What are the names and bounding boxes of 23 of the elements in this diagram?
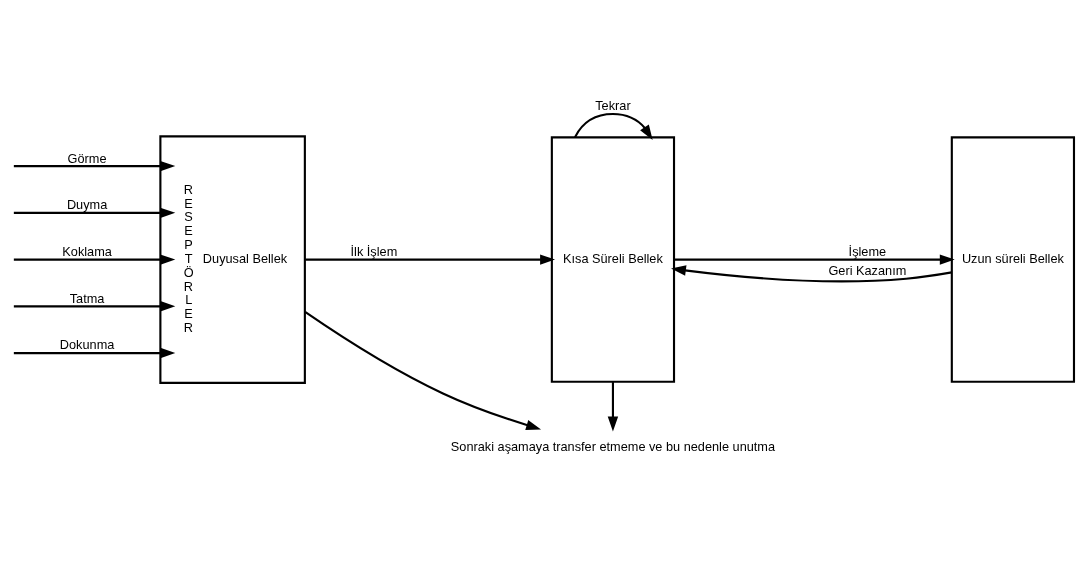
arrow [671, 264, 952, 282]
arrow [574, 112, 653, 140]
arrow [304, 310, 542, 430]
edge-label: Geri Kazanım [828, 262, 907, 278]
arrow [13, 347, 176, 358]
edge-label: İşleme [848, 243, 887, 259]
arrow [13, 207, 176, 218]
edge-label: Görme [67, 150, 107, 165]
edge-label: Koklama [62, 243, 112, 259]
node-box: Kısa Süreli Bellek [550, 135, 676, 383]
arrow [13, 300, 176, 312]
edge-label: Dokunma [59, 336, 115, 352]
edge-label: Tatma [69, 290, 105, 306]
edge-label: İlk İşlem [350, 243, 398, 259]
node-text: Sonraki aşamaya transfer etmeme ve bu nedenle unutma [450, 438, 776, 454]
arrow [607, 381, 619, 431]
edge-label: Tekrar [595, 97, 631, 113]
arrow [13, 160, 176, 171]
arrow [305, 253, 555, 265]
edge-label: Duyma [66, 196, 108, 212]
node-box: Uzun süreli Bellek [950, 135, 1076, 383]
arrow [674, 253, 955, 265]
arrow [13, 253, 176, 265]
